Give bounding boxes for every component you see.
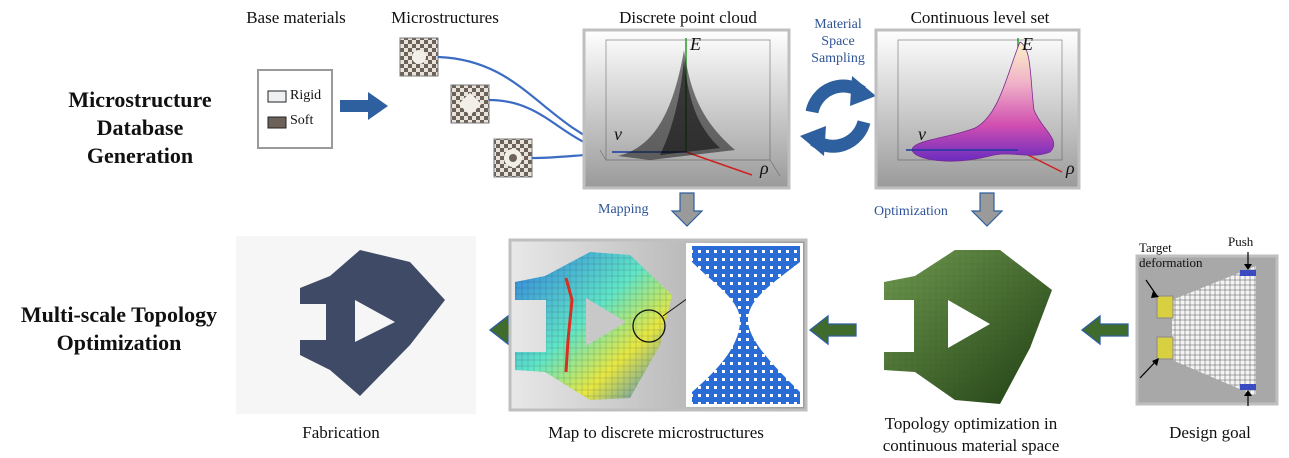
base-materials-box [257,69,333,149]
caption-design-goal: Design goal [1169,423,1251,442]
target-lower [1156,336,1174,360]
push-arrow-bottom [1244,390,1252,396]
mapping-arrow [670,192,704,227]
target-upper [1156,295,1174,319]
row-title-database: Microstructure Database Generation [68,87,212,168]
push-label: Push [1228,234,1254,249]
zoom-circle [632,309,666,343]
target-deformation-label: Target deformation [1139,240,1203,270]
caption-level-set: Continuous level set [910,8,1050,27]
axis-rho [685,151,753,176]
legend-rigid-label: Rigid [290,88,322,103]
optimization-label: Optimization [874,204,948,219]
axis-label-E: E [690,34,701,54]
axis-label-nu: ν [614,124,622,144]
sampling-label: Material Space Sampling [811,17,865,66]
zoom-line [662,297,689,317]
push-arrow-top [1244,264,1252,270]
rigid-swatch [267,90,287,103]
axis-label-rho: ρ [760,158,769,178]
microstructure-cube-1 [399,37,439,77]
axis-label-E-2: E [1022,34,1033,54]
soft-swatch [267,116,287,129]
caption-fabrication: Fabrication [302,423,380,442]
caption-topo: Topology optimization in continuous mate… [882,414,1060,455]
caption-microstructures: Microstructures [391,8,499,27]
axis-label-nu-2: ν [918,124,926,144]
arrow-to-microstructures [340,92,388,120]
push-top [1240,270,1256,276]
arrow-to-topo [1080,314,1129,346]
design-mesh [1172,266,1256,396]
level-set-panel [874,28,1081,190]
push-bottom [1240,384,1256,390]
row-title-optimization: Multi-scale Topology Optimization [20,302,218,355]
mapping-label: Mapping [598,202,649,217]
legend-soft-label: Soft [290,113,314,128]
level-set-surface [911,41,1055,162]
optimization-arrow [970,192,1004,227]
caption-point-cloud: Discrete point cloud [619,8,757,27]
caption-base-materials: Base materials [246,8,346,27]
arrow-to-map [808,314,857,346]
axis-label-rho-2: ρ [1066,158,1075,178]
zoom-microstructure [692,246,800,404]
microstructure-cube-3 [493,138,533,178]
caption-map: Map to discrete microstructures [548,423,764,442]
microstructure-cube-2 [450,84,490,124]
sampling-cycle-icon [800,76,876,156]
